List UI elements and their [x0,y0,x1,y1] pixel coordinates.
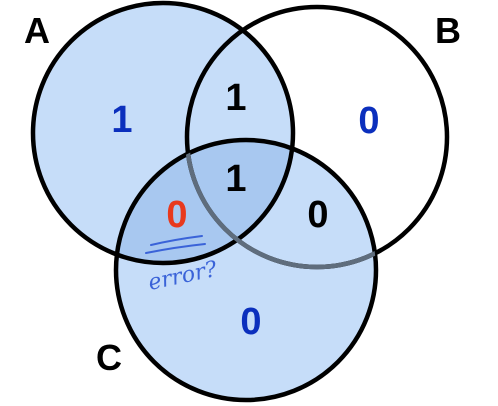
region-ac-only-count: 0 [166,194,187,236]
region-c-only-count: 0 [240,301,261,343]
region-ab-only-count: 1 [225,77,246,119]
set-label-a: A [24,10,50,51]
circle-a-outline [30,0,296,266]
circle-c-outline [113,137,379,403]
region-b-only-count: 0 [358,100,379,142]
region-a-only-count: 1 [111,99,132,141]
region-abc-count: 1 [225,158,246,200]
region-bc-only-count: 0 [307,194,328,236]
set-label-b: B [435,10,461,51]
annotation-underline-stroke [150,235,203,246]
annotation-underline-stroke [145,243,206,254]
circle-b-outline-under-c [184,140,376,270]
set-label-c: C [96,337,122,378]
overlap-a-c-fill [116,140,293,263]
